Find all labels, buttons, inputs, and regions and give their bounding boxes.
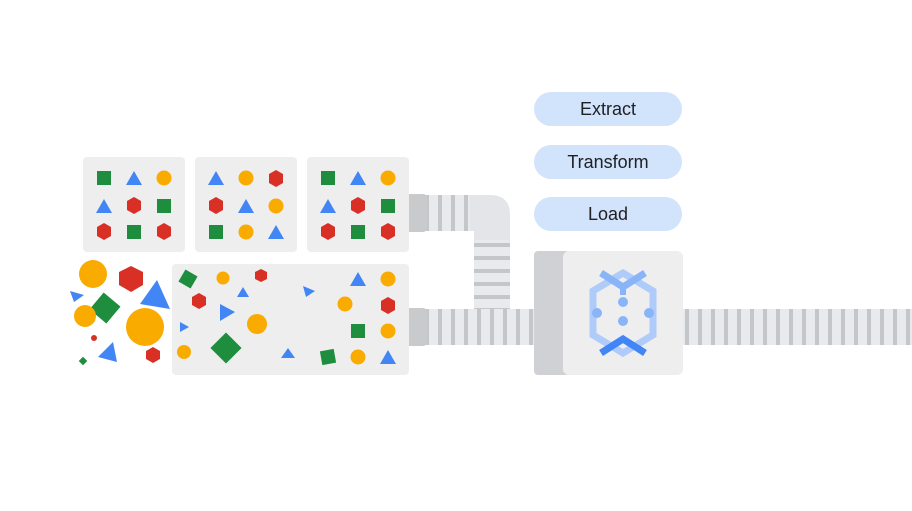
output-pipe — [682, 309, 912, 345]
transform-step: Transform — [534, 145, 682, 179]
extract-label: Extract — [579, 98, 636, 119]
source-panel-1 — [83, 157, 185, 252]
mixing-panel — [172, 264, 409, 375]
extract-step: Extract — [534, 92, 682, 126]
upper-pipe — [405, 194, 510, 320]
source-panel-2 — [195, 157, 297, 252]
dataflow-logo-icon — [589, 268, 657, 358]
load-label: Load — [587, 203, 629, 224]
load-step: Load — [534, 197, 682, 231]
source-panel-3 — [307, 157, 409, 252]
scattered-shapes — [70, 260, 170, 366]
transform-label: Transform — [567, 151, 649, 172]
processor-box — [534, 251, 683, 375]
